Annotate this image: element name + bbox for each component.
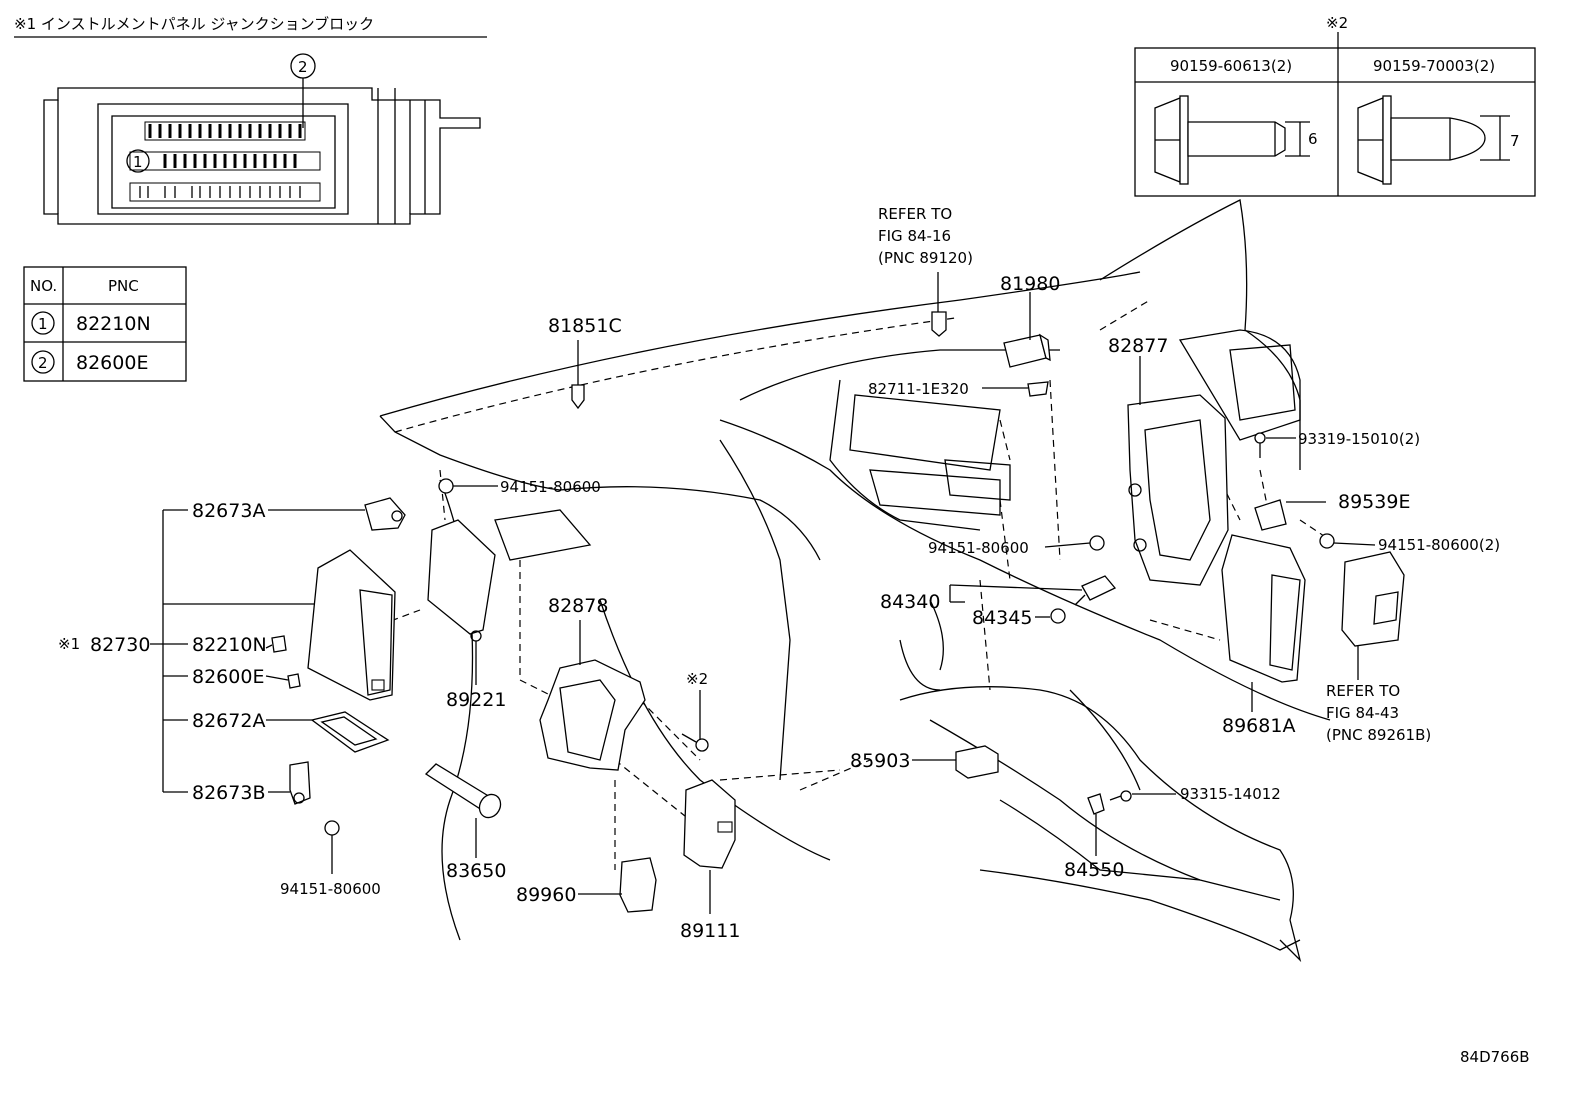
bolt-header-1: 90159-60613(2) xyxy=(1170,57,1292,75)
part-82673A xyxy=(364,497,406,531)
inset-callout-1: 1 xyxy=(133,153,143,171)
part-82673B xyxy=(289,761,311,805)
part-84550 xyxy=(1087,793,1105,815)
label-84340: 84340 xyxy=(880,591,940,613)
label-82877: 82877 xyxy=(1108,335,1168,357)
part-81851C xyxy=(571,384,585,410)
label-82878: 82878 xyxy=(548,595,608,617)
part-89261B xyxy=(1341,551,1405,647)
label-94151-top: 94151-80600 xyxy=(500,478,601,496)
ref2-line3: (PNC 89261B) xyxy=(1326,726,1431,744)
label-82600E: 82600E xyxy=(192,666,264,688)
bolt-60613: 6 xyxy=(1154,95,1318,185)
label-89221: 89221 xyxy=(446,689,506,711)
label-89681A: 89681A xyxy=(1222,715,1295,737)
bolt-70003: 7 xyxy=(1357,95,1520,185)
bolt-header-2: 90159-70003(2) xyxy=(1373,57,1495,75)
part-85903 xyxy=(955,745,999,779)
label-94151-bottom: 94151-80600 xyxy=(280,880,381,898)
reference-1: REFER TO FIG 84-16 (PNC 89120) xyxy=(878,205,973,267)
part-83650 xyxy=(424,763,502,819)
part-82730 xyxy=(307,549,396,701)
diagram-id: 84D766B xyxy=(1460,1048,1530,1066)
bolt-table: ※2 90159-60613(2) 90159-70003(2) 6 xyxy=(1134,14,1536,197)
reference-2: REFER TO FIG 84-43 (PNC 89261B) xyxy=(1326,682,1431,744)
part-93319 xyxy=(1254,432,1266,458)
label-94151-center: 94151-80600 xyxy=(928,539,1029,557)
leader-lines xyxy=(150,272,1376,914)
bolt-dim-1: 6 xyxy=(1308,130,1318,148)
part-82878 xyxy=(539,659,646,771)
label-82672A: 82672A xyxy=(192,710,265,732)
part-89681A xyxy=(1221,534,1306,683)
part-89221 xyxy=(427,519,496,642)
part-89539E xyxy=(1254,499,1287,531)
pnc-table: NO. PNC 1 82210N 2 82600E xyxy=(23,266,187,382)
label-89539E: 89539E xyxy=(1338,491,1410,513)
inset-callout-2: 2 xyxy=(298,58,308,76)
part-89111 xyxy=(683,779,736,869)
label-83650: 83650 xyxy=(446,860,506,882)
label-89111: 89111 xyxy=(680,920,740,942)
label-mark2: ※2 xyxy=(686,670,708,688)
label-82673A: 82673A xyxy=(192,500,265,522)
part-82877 xyxy=(1127,394,1229,586)
label-81851C: 81851C xyxy=(548,315,622,337)
part-94151-nut-center xyxy=(1089,535,1105,551)
junction-block-inset: ※1 インストルメントパネル ジャンクションブロック 2 xyxy=(14,15,487,225)
label-82711-1E320: 82711-1E320 xyxy=(868,380,969,398)
part-84345 xyxy=(1050,608,1066,624)
pnc-table-row-1-no: 1 xyxy=(38,315,48,333)
label-93319: 93319-15010(2) xyxy=(1298,430,1420,448)
label-81980: 81980 xyxy=(1000,273,1060,295)
part-84340 xyxy=(1074,575,1117,606)
ref2-line1: REFER TO xyxy=(1326,682,1400,700)
fuse-rows xyxy=(129,121,321,202)
part-94151-nut-bottom xyxy=(324,820,340,836)
part-82711 xyxy=(1027,381,1049,397)
part-bolt-mark2 xyxy=(681,733,709,752)
part-89120-bulb xyxy=(931,311,947,337)
pnc-table-header-no: NO. xyxy=(30,277,57,295)
ref1-line3: (PNC 89120) xyxy=(878,249,973,267)
label-85903: 85903 xyxy=(850,750,910,772)
label-93315: 93315-14012 xyxy=(1180,785,1281,803)
part-94151-nut-right xyxy=(1319,533,1335,549)
label-82210N: 82210N xyxy=(192,634,267,656)
ref2-line2: FIG 84-43 xyxy=(1326,704,1399,722)
part-89960 xyxy=(619,857,657,913)
pnc-table-row-2-no: 2 xyxy=(38,354,48,372)
label-84345: 84345 xyxy=(972,607,1032,629)
part-82600E xyxy=(287,673,301,689)
label-84550: 84550 xyxy=(1064,859,1124,881)
bolt-table-marker: ※2 xyxy=(1326,14,1348,32)
pnc-table-header-pnc: PNC xyxy=(108,277,139,295)
label-82730-mark: ※1 xyxy=(58,635,80,653)
part-93315 xyxy=(1109,790,1132,802)
pnc-table-row-2-pnc: 82600E xyxy=(76,352,148,374)
part-82210N xyxy=(271,635,287,653)
bolt-dim-2: 7 xyxy=(1510,132,1520,150)
label-94151-right: 94151-80600(2) xyxy=(1378,536,1500,554)
part-94151-nut-top xyxy=(438,478,454,494)
instrument-panel-outline xyxy=(379,199,1331,963)
inset-title: ※1 インストルメントパネル ジャンクションブロック xyxy=(14,15,374,33)
label-82673B: 82673B xyxy=(192,782,265,804)
part-82672A xyxy=(310,711,390,753)
part-81980 xyxy=(1003,333,1051,368)
pnc-table-row-1-pnc: 82210N xyxy=(76,313,151,335)
ref1-line2: FIG 84-16 xyxy=(878,227,951,245)
label-89960: 89960 xyxy=(516,884,576,906)
label-82730: 82730 xyxy=(90,634,150,656)
ref1-line1: REFER TO xyxy=(878,205,952,223)
